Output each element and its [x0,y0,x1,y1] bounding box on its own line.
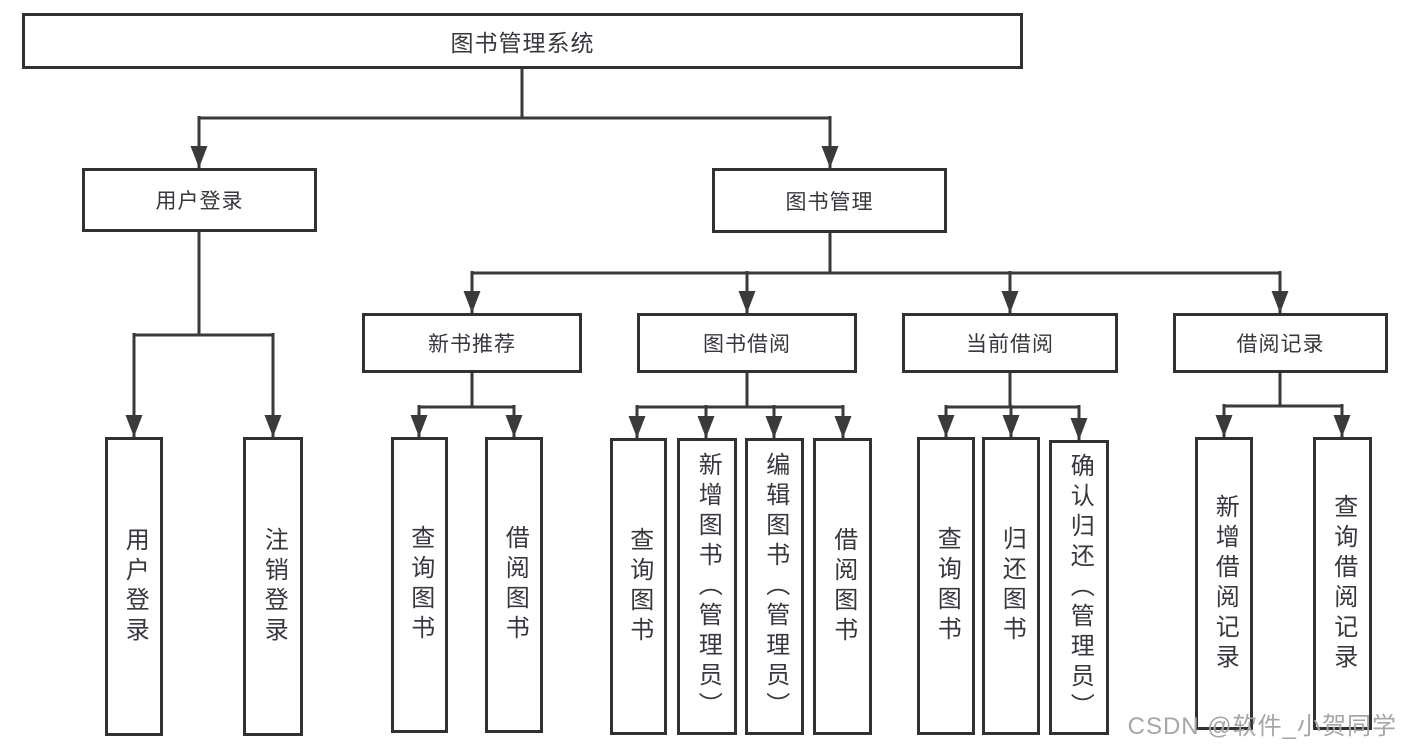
node-label: 用户登录 [155,190,244,213]
leaf-query-books-borrow: 查询图书 [610,438,667,735]
leaf-return-books: 归还图书 [982,437,1040,735]
csdn-watermark: CSDN @软件_小贺同学 [1127,713,1397,740]
node-label: 当前借阅 [966,333,1054,356]
leaf-borrow-books-recommend: 借阅图书 [485,437,543,733]
node-label: 图书管理系统 [450,30,595,56]
leaf-query-books-recommend: 查询图书 [391,437,448,733]
node-new-book-recommendation: 新书推荐 [362,313,582,373]
leaf-label: 用户登录 [121,526,149,647]
leaf-edit-books-admin: 编辑图书（管理员） [745,438,804,735]
node-library-management-system: 图书管理系统 [22,13,1023,69]
leaf-confirm-return-admin: 确认归还（管理员） [1049,440,1109,735]
node-label: 图书管理 [785,190,874,214]
leaf-add-borrow-record: 新增借阅记录 [1195,437,1253,730]
leaf-label: 查询图书 [933,526,961,646]
leaf-label: 编辑图书（管理员） [761,451,789,722]
leaf-label: 查询图书 [625,526,653,647]
leaf-add-books-admin: 新增图书（管理员） [677,438,737,735]
leaf-label: 新增图书（管理员） [694,451,722,722]
leaf-label: 查询借阅记录 [1329,493,1357,674]
leaf-query-borrow-record: 查询借阅记录 [1313,437,1372,730]
node-label: 图书借阅 [703,333,791,356]
leaf-label: 查询图书 [406,525,434,645]
node-book-management: 图书管理 [712,168,947,233]
leaf-label: 借阅图书 [829,526,857,647]
leaf-borrow-books: 借阅图书 [813,438,872,735]
node-book-borrowing: 图书借阅 [637,313,857,373]
node-borrowing-records: 借阅记录 [1173,313,1388,373]
leaf-logout: 注销登录 [243,437,303,736]
leaf-user-login: 用户登录 [105,437,163,736]
leaf-label: 注销登录 [260,526,288,647]
leaf-label: 借阅图书 [501,525,529,645]
node-label: 新书推荐 [428,333,516,356]
leaf-label: 归还图书 [998,526,1026,646]
leaf-label: 新增借阅记录 [1211,493,1239,674]
node-current-borrowing: 当前借阅 [902,313,1118,373]
node-user-login: 用户登录 [82,168,317,232]
node-label: 借阅记录 [1236,333,1325,356]
leaf-query-books-current: 查询图书 [917,437,975,735]
leaf-label: 确认归还（管理员） [1066,452,1094,723]
